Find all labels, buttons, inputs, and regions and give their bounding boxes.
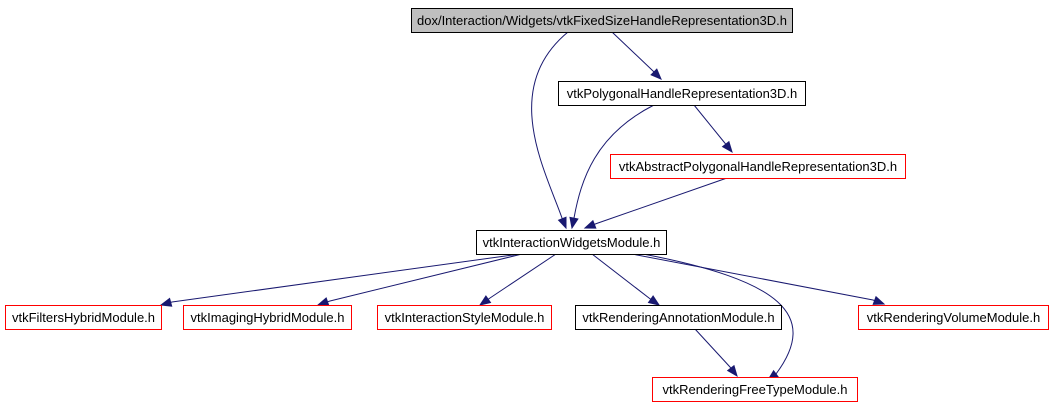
- arrowhead-icon: [569, 216, 579, 230]
- edge-n3-n7: [591, 253, 661, 306]
- node-n3[interactable]: vtkInteractionWidgetsModule.h: [476, 230, 667, 255]
- arrowhead-icon: [583, 219, 597, 229]
- edge-n3-n6: [478, 253, 557, 306]
- edge-line: [531, 31, 569, 219]
- node-label: vtkImagingHybridModule.h: [191, 310, 345, 325]
- edge-n2-n3: [583, 177, 728, 229]
- node-n9[interactable]: vtkRenderingFreeTypeModule.h: [652, 377, 858, 402]
- nodes-layer: dox/Interaction/Widgets/vtkFixedSizeHand…: [5, 8, 1049, 402]
- arrowhead-icon: [159, 297, 173, 307]
- node-n5[interactable]: vtkImagingHybridModule.h: [183, 305, 352, 330]
- node-label: vtkInteractionWidgetsModule.h: [483, 235, 661, 250]
- node-label: vtkPolygonalHandleRepresentation3D.h: [567, 86, 798, 101]
- edge-line: [693, 104, 727, 145]
- node-label: vtkInteractionStyleModule.h: [385, 310, 545, 325]
- arrowhead-icon: [557, 216, 567, 230]
- node-n2[interactable]: vtkAbstractPolygonalHandleRepresentation…: [610, 154, 906, 179]
- node-label: dox/Interaction/Widgets/vtkFixedSizeHand…: [417, 13, 787, 28]
- arrowhead-icon: [650, 68, 662, 80]
- edge-line: [631, 253, 875, 302]
- arrowhead-icon: [316, 297, 330, 307]
- node-label: vtkRenderingFreeTypeModule.h: [663, 382, 848, 397]
- arrowhead-icon: [872, 295, 886, 305]
- node-n4[interactable]: vtkFiltersHybridModule.h: [5, 305, 162, 330]
- node-box[interactable]: [411, 8, 793, 33]
- node-box[interactable]: [5, 305, 162, 330]
- edge-line: [642, 253, 794, 375]
- edges-layer: [159, 31, 886, 381]
- node-box[interactable]: [377, 305, 552, 330]
- edge-n3-n5: [316, 253, 523, 307]
- arrowhead-icon: [721, 140, 733, 154]
- arrowhead-icon: [647, 295, 661, 306]
- edge-line: [327, 253, 523, 303]
- node-box[interactable]: [558, 81, 806, 106]
- edge-n0-n3: [531, 31, 569, 230]
- node-label: vtkFiltersHybridModule.h: [12, 310, 155, 325]
- edge-line: [573, 104, 655, 219]
- edge-line: [694, 328, 732, 369]
- edge-n1-n2: [693, 104, 733, 154]
- arrowhead-icon: [478, 295, 492, 306]
- node-n7[interactable]: vtkRenderingAnnotationModule.h: [575, 305, 782, 330]
- node-label: vtkAbstractPolygonalHandleRepresentation…: [619, 159, 897, 174]
- node-box[interactable]: [610, 154, 906, 179]
- node-box[interactable]: [575, 305, 782, 330]
- node-box[interactable]: [476, 230, 667, 255]
- edge-n7-n9: [694, 328, 738, 378]
- node-label: vtkRenderingAnnotationModule.h: [582, 310, 774, 325]
- node-n6[interactable]: vtkInteractionStyleModule.h: [377, 305, 552, 330]
- edge-line: [591, 253, 652, 300]
- edge-line: [487, 253, 557, 300]
- edge-line: [611, 31, 655, 73]
- edge-line: [170, 253, 521, 303]
- edge-n3-n8: [631, 253, 886, 305]
- node-n8[interactable]: vtkRenderingVolumeModule.h: [858, 305, 1049, 330]
- node-n0[interactable]: dox/Interaction/Widgets/vtkFixedSizeHand…: [411, 8, 793, 33]
- node-box[interactable]: [183, 305, 352, 330]
- node-n1[interactable]: vtkPolygonalHandleRepresentation3D.h: [558, 81, 806, 106]
- edge-line: [594, 177, 728, 225]
- arrowhead-icon: [726, 364, 738, 378]
- edge-n3-n4: [159, 253, 521, 307]
- node-box[interactable]: [652, 377, 858, 402]
- edge-n1-n3: [569, 104, 655, 230]
- node-box[interactable]: [858, 305, 1049, 330]
- edge-n0-n1: [611, 31, 662, 80]
- node-label: vtkRenderingVolumeModule.h: [867, 310, 1040, 325]
